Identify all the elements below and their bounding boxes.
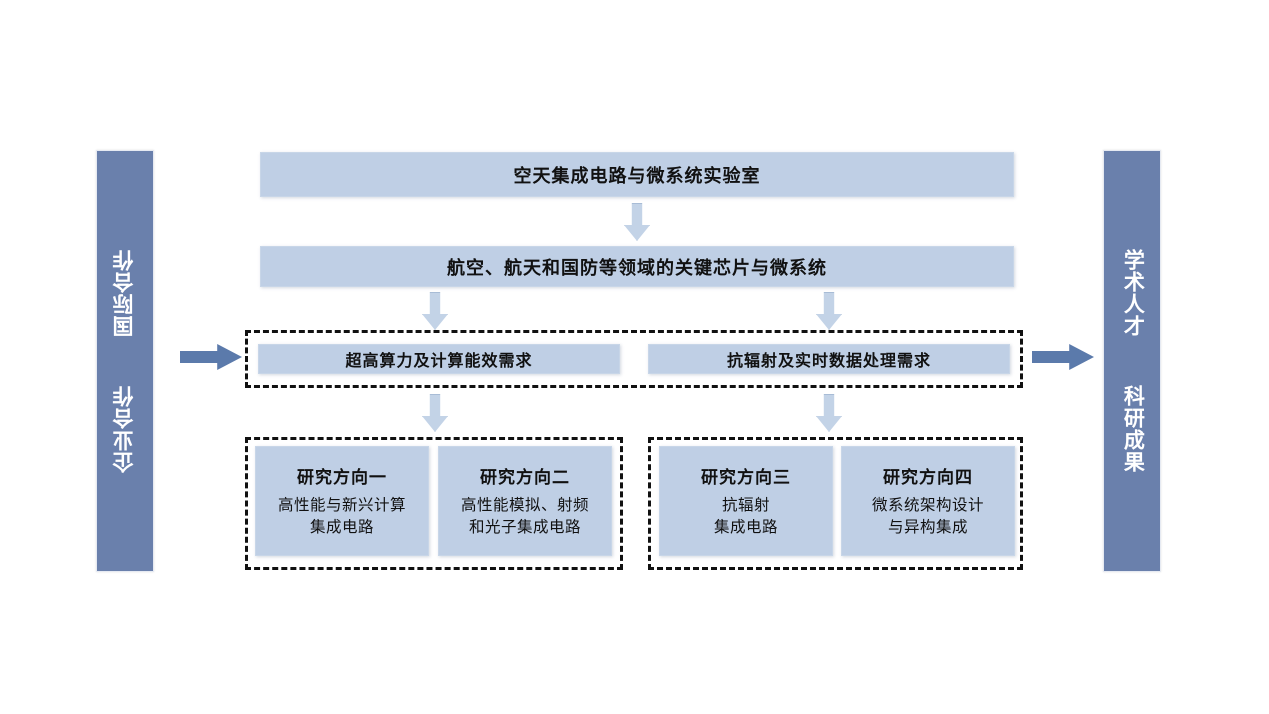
need-label-2: 抗辐射及实时数据处理需求 [726, 353, 931, 370]
right-vertical-bar-academic-output: 学术人才 科研成果 [1103, 150, 1161, 572]
application-domain-label: 航空、航天和国防等领域的关键芯片与微系统 [447, 257, 827, 278]
arrow-down-icon-1 [624, 203, 650, 241]
research-direction-line1-2: 高性能模拟、射频 [460, 496, 589, 514]
left-vertical-bar-enterprise-cooperation: 企业合作 国际合作 [96, 150, 154, 572]
research-direction-title-4: 研究方向四 [883, 467, 973, 487]
research-directions-dashed-container-right [648, 437, 1023, 570]
research-direction-line1-1: 高性能与新兴计算 [277, 496, 406, 514]
research-direction-title-1: 研究方向一 [297, 467, 387, 487]
left-vertical-bar-label: 企业合作 国际合作 [112, 249, 136, 473]
research-direction-line2-1: 集成电路 [309, 519, 374, 536]
arrow-right-output-icon [1032, 344, 1094, 370]
research-direction-line2-2: 和光子集成电路 [468, 519, 581, 536]
need-label-1: 超高算力及计算能效需求 [345, 353, 533, 370]
arrow-down-icon-5 [816, 394, 842, 432]
right-vertical-bar-label: 学术人才 科研成果 [1121, 249, 1145, 473]
need-box-radiation-realtime: 抗辐射及实时数据处理需求 [648, 344, 1010, 374]
research-direction-title-3: 研究方向三 [701, 467, 791, 487]
arrow-right-input-icon [180, 344, 242, 370]
research-direction-box-1: 研究方向一 高性能与新兴计算 集成电路 [255, 446, 429, 556]
research-directions-dashed-container-left [245, 437, 623, 570]
research-direction-box-2: 研究方向二 高性能模拟、射频 和光子集成电路 [438, 446, 612, 556]
arrow-down-icon-2 [422, 292, 448, 330]
research-direction-line2-3: 集成电路 [713, 519, 778, 536]
research-direction-line1-4: 微系统架构设计 [871, 496, 984, 514]
need-box-compute-power: 超高算力及计算能效需求 [258, 344, 620, 374]
research-direction-line2-4: 与异构集成 [887, 519, 968, 536]
research-direction-line1-3: 抗辐射 [721, 496, 770, 514]
application-domain-box: 航空、航天和国防等领域的关键芯片与微系统 [260, 246, 1014, 287]
research-direction-box-4: 研究方向四 微系统架构设计 与异构集成 [841, 446, 1015, 556]
arrow-down-icon-3 [816, 292, 842, 330]
needs-dashed-container [245, 330, 1023, 388]
research-direction-box-3: 研究方向三 抗辐射 集成电路 [659, 446, 833, 556]
arrow-down-icon-4 [422, 394, 448, 432]
research-direction-title-2: 研究方向二 [480, 467, 570, 487]
laboratory-title-label: 空天集成电路与微系统实验室 [513, 165, 761, 186]
laboratory-title-box: 空天集成电路与微系统实验室 [260, 152, 1014, 197]
